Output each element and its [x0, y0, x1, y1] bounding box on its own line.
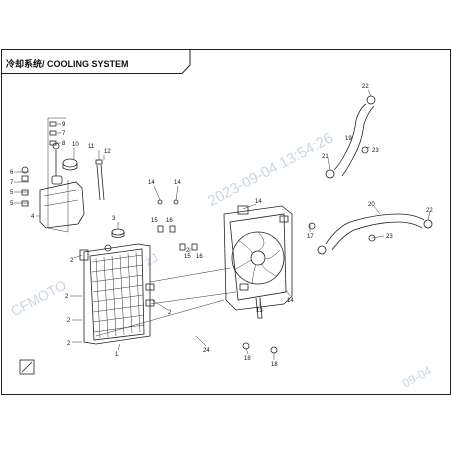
callout-1: 1	[115, 352, 119, 358]
callout-23: 23	[372, 148, 379, 154]
callout-2: 2	[67, 318, 71, 324]
callout-2: 2	[168, 310, 172, 316]
diagram-title: 冷却系统/ COOLING SYSTEM	[6, 59, 129, 69]
overflow-hose	[95, 159, 105, 201]
callout-23: 23	[386, 234, 393, 240]
callouts: 9 7 8 6 7 5 5 4 10 11 12 3 14 14 15 16 1…	[10, 84, 433, 368]
callout-14: 14	[148, 180, 155, 186]
radiator	[79, 243, 155, 345]
callout-15: 15	[184, 254, 191, 260]
callout-5: 5	[10, 201, 14, 207]
callout-17: 17	[307, 234, 314, 240]
callout-2: 2	[70, 258, 74, 264]
tank-fittings	[21, 121, 57, 207]
callout-14: 14	[255, 199, 262, 205]
assembly-line	[95, 299, 225, 337]
callout-8: 8	[62, 141, 66, 147]
outer-border	[1, 49, 451, 395]
callout-2: 2	[67, 341, 71, 347]
title-tab	[1, 49, 191, 74]
callout-5: 5	[10, 190, 14, 196]
callout-13: 13	[256, 308, 263, 314]
callout-18: 18	[271, 362, 278, 368]
callout-16: 16	[166, 218, 173, 224]
callout-7: 7	[62, 131, 66, 137]
callout-9: 9	[62, 122, 66, 128]
callout-14: 14	[174, 180, 181, 186]
callout-15: 15	[151, 218, 158, 224]
tank-cap	[62, 158, 78, 171]
callout-2: 2	[186, 248, 190, 254]
tank-group-bracket	[47, 117, 69, 233]
callout-11: 11	[88, 144, 95, 150]
grommets	[242, 342, 278, 354]
cooling-fan	[223, 205, 293, 319]
callout-24: 24	[203, 348, 210, 354]
callout-10: 10	[72, 142, 79, 148]
leader-lines	[14, 89, 431, 360]
expansion-tank	[39, 142, 85, 229]
mounting-hardware	[157, 199, 198, 251]
callout-19: 19	[345, 136, 352, 142]
fan-connector	[19, 359, 35, 375]
callout-16: 16	[196, 254, 203, 260]
callout-22: 22	[426, 208, 433, 214]
callout-7: 7	[10, 180, 14, 186]
lower-hose	[308, 213, 433, 255]
radiator-cap	[111, 228, 125, 238]
callout-2: 2	[65, 294, 69, 300]
callout-4: 4	[31, 214, 35, 220]
callout-20: 20	[368, 202, 375, 208]
callout-21: 21	[322, 154, 329, 160]
callout-3: 3	[112, 216, 116, 222]
callout-14: 14	[287, 298, 294, 304]
callout-22: 22	[362, 84, 369, 90]
fan-mount-lines	[149, 267, 237, 305]
callout-18: 18	[244, 356, 251, 362]
callout-6: 6	[10, 170, 14, 176]
callout-12: 12	[104, 149, 111, 155]
